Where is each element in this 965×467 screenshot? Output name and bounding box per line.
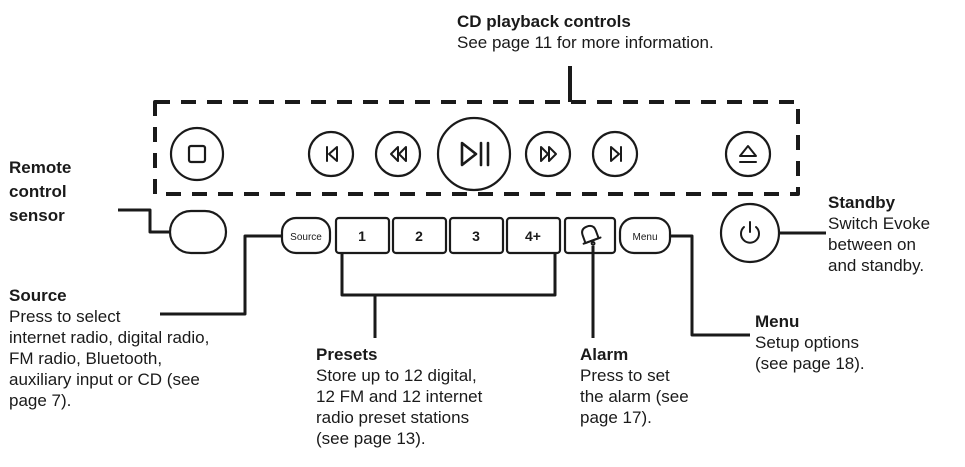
source-title: Source: [9, 286, 67, 305]
remote-sensor-window: [168, 209, 228, 255]
fast-forward-icon: [540, 146, 557, 162]
alarm-description: Press to set the alarm (see page 17).: [580, 366, 689, 427]
menu-leader: [670, 234, 750, 337]
alarm-callout: Alarm Press to set the alarm (see page 1…: [580, 344, 689, 428]
source-callout: Source Press to select internet radio, d…: [9, 285, 209, 411]
power-icon: [740, 221, 760, 244]
menu-button-label: Menu: [632, 232, 657, 243]
preset-button-4[interactable]: [505, 216, 562, 255]
preset-1-label: 1: [358, 228, 366, 244]
play-pause-icon: [460, 141, 490, 167]
remote-sensor-callout: Remote control sensor: [9, 156, 71, 228]
skip-next-icon: [610, 146, 622, 162]
cd-controls-title: CD playback controls: [457, 12, 631, 31]
presets-description: Store up to 12 digital, 12 FM and 12 int…: [316, 366, 483, 448]
cd-controls-callout: CD playback controls See page 11 for mor…: [457, 11, 714, 53]
alarm-button[interactable]: [563, 216, 617, 255]
bell-icon: [581, 224, 602, 246]
eject-icon: [739, 145, 757, 163]
cd-controls-frame: [153, 100, 800, 196]
menu-callout: Menu Setup options (see page 18).: [755, 311, 865, 374]
source-leader: [160, 234, 282, 316]
standby-callout: Standby Switch Evoke between on and stan…: [828, 192, 930, 276]
alarm-title: Alarm: [580, 345, 629, 364]
presets-title: Presets: [316, 345, 378, 364]
standby-description: Switch Evoke between on and standby.: [828, 214, 931, 275]
preset-button-2[interactable]: [391, 216, 448, 255]
preset-2-label: 2: [415, 228, 423, 244]
stop-button[interactable]: [169, 126, 225, 182]
presets-callout: Presets Store up to 12 digital, 12 FM an…: [316, 344, 482, 449]
preset-4-label: 4+: [525, 228, 541, 244]
play-pause-button[interactable]: [436, 116, 512, 192]
menu-title: Menu: [755, 312, 800, 331]
source-description: Press to select internet radio, digital …: [9, 307, 210, 410]
cd-controls-description: See page 11 for more information.: [457, 33, 714, 52]
menu-description: Setup options (see page 18).: [755, 333, 865, 373]
previous-track-button[interactable]: [307, 130, 355, 178]
rewind-icon: [390, 146, 407, 162]
stop-icon: [187, 144, 207, 164]
preset-button-1[interactable]: [334, 216, 391, 255]
remote-sensor-leader: [118, 208, 170, 234]
presets-bracket: [340, 253, 557, 297]
skip-previous-icon: [326, 146, 338, 162]
preset-button-3[interactable]: [448, 216, 505, 255]
rewind-button[interactable]: [374, 130, 422, 178]
source-button-label: Source: [290, 232, 322, 243]
standby-title: Standby: [828, 193, 896, 212]
eject-button[interactable]: [724, 130, 772, 178]
standby-button[interactable]: [719, 202, 781, 264]
next-track-button[interactable]: [591, 130, 639, 178]
remote-sensor-title: Remote control sensor: [9, 158, 72, 225]
preset-3-label: 3: [472, 228, 480, 244]
fast-forward-button[interactable]: [524, 130, 572, 178]
